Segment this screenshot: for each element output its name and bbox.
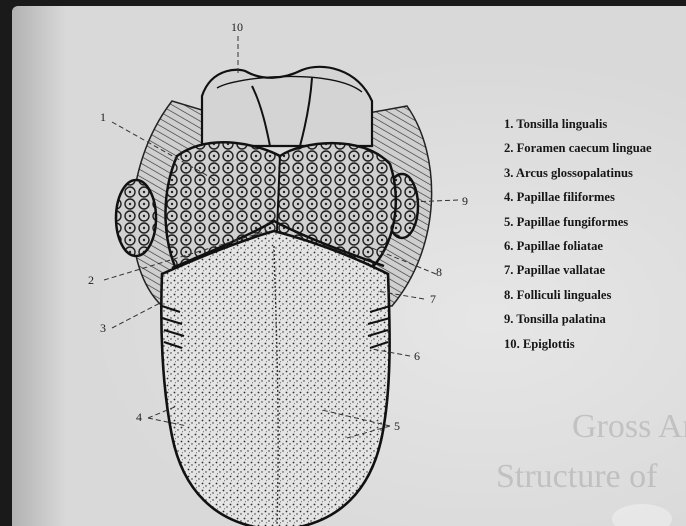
epiglottis — [202, 67, 372, 146]
callout-label: 3 — [100, 321, 106, 335]
callout-label: 4 — [136, 410, 142, 424]
callout-label: 1 — [100, 110, 106, 124]
leader-line — [112, 302, 162, 328]
legend-item: 7. Papillae vallatae — [504, 258, 652, 282]
legend-item: 2. Foramen caecum linguae — [504, 136, 652, 160]
legend-item: 10. Epiglottis — [504, 332, 652, 356]
callout-label: 6 — [414, 349, 420, 363]
legend-item: 3. Arcus glossopalatinus — [504, 161, 652, 185]
callout-label: 10 — [231, 20, 243, 34]
legend-item: 5. Papillae fungiformes — [504, 210, 652, 234]
callout-label: 9 — [462, 194, 468, 208]
callout-label: 2 — [88, 273, 94, 287]
legend-item: 6. Papillae foliatae — [504, 234, 652, 258]
page-corner-glare — [612, 504, 672, 526]
palatine-tonsil-left — [116, 180, 156, 256]
callout-label: 7 — [430, 292, 436, 306]
legend-list: 1. Tonsilla lingualis 2. Foramen caecum … — [504, 112, 652, 356]
legend-item: 4. Papillae filiformes — [504, 185, 652, 209]
legend-item: 1. Tonsilla lingualis — [504, 112, 652, 136]
legend-item: 8. Folliculi linguales — [504, 283, 652, 307]
callout-label: 5 — [394, 419, 400, 433]
callout-label: 8 — [436, 265, 442, 279]
textbook-page: Gross Anatomy Structure of — [12, 6, 686, 526]
legend-item: 9. Tonsilla palatina — [504, 307, 652, 331]
